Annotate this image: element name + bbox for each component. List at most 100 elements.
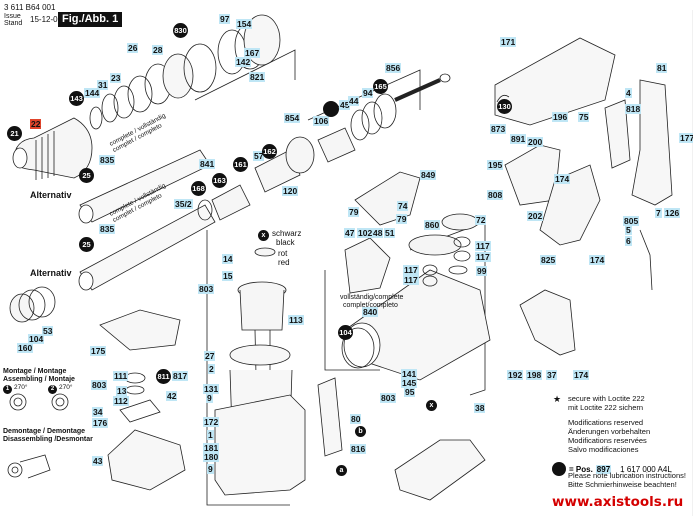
part-label-38: 38 xyxy=(474,403,486,413)
part-label-891: 891 xyxy=(510,134,527,144)
loctite-note-en: secure with Loctite 222 xyxy=(568,394,645,403)
part-label-117: 117 xyxy=(403,275,419,285)
part-label-825: 825 xyxy=(540,255,557,265)
part-label-835: 835 xyxy=(99,224,116,234)
lubrication-note-en: Please note lubrication instructions! xyxy=(568,471,686,480)
part-label-79: 79 xyxy=(396,214,408,224)
part-label-854: 854 xyxy=(284,113,301,123)
issue-label-en: Issue xyxy=(4,13,21,20)
website-link[interactable]: www.axistools.ru xyxy=(552,494,684,510)
disassembly-heading: Demontage / Demontage Disassembling /Des… xyxy=(3,428,93,444)
loctite-note-de: mit Loctite 222 sichern xyxy=(568,403,644,412)
pos-number: 897 xyxy=(595,464,612,474)
part-label-53: 53 xyxy=(42,326,54,336)
circle-label-21: 21 xyxy=(7,126,22,141)
lubrication-note-de: Bitte Schmierhinweise beachten! xyxy=(568,480,677,489)
part-label-117: 117 xyxy=(475,252,491,262)
part-label-805: 805 xyxy=(623,216,640,226)
part-label-26: 26 xyxy=(127,43,139,53)
cable-part xyxy=(639,229,653,291)
disassembly-heading-line: Disassembling /Desmontar xyxy=(3,436,93,443)
part-label-2: 2 xyxy=(208,364,215,374)
chuck-part xyxy=(12,117,93,180)
brush-holder-part xyxy=(539,164,601,246)
part-label-180: 180 xyxy=(203,452,220,462)
part-label-47: 47 xyxy=(344,228,356,238)
marker-x: x xyxy=(426,400,437,411)
circle-label-168: 168 xyxy=(191,181,206,196)
part-label-7: 7 xyxy=(655,208,662,218)
complete-840-line-1: vollständig/complete xyxy=(340,294,404,301)
lubrication-dot-icon xyxy=(552,462,566,476)
part-label-15: 15 xyxy=(222,271,234,281)
modifications-en: Modifications reserved xyxy=(568,418,644,427)
wire-color-schwarz: schwarz xyxy=(272,229,302,238)
circle-label-104: 104 xyxy=(338,325,353,340)
part-label-145: 145 xyxy=(401,378,418,388)
assembly-heading-line: Montage / Montage xyxy=(3,368,67,375)
part-label-31: 31 xyxy=(97,80,109,90)
part-label-835: 835 xyxy=(99,155,116,165)
part-label-34: 34 xyxy=(92,407,104,417)
circle-label-130: 130 xyxy=(497,99,512,114)
part-label-99: 99 xyxy=(476,266,488,276)
part-label-117: 117 xyxy=(475,241,491,251)
pos-equals-label: = Pos. xyxy=(569,464,593,474)
part-label-177: 177 xyxy=(679,133,693,143)
part-label-821: 821 xyxy=(249,72,266,82)
part-label-51: 51 xyxy=(384,228,396,238)
handle-part xyxy=(631,79,673,206)
circle-label-143: 143 xyxy=(69,91,84,106)
disassembly-heading-line: Demontage / Demontage xyxy=(3,428,86,435)
electronics-module xyxy=(317,377,343,457)
part-label-113: 113 xyxy=(288,315,304,325)
step-1-marker: 1 xyxy=(3,385,12,394)
part-label-171: 171 xyxy=(500,37,517,47)
part-label-860: 860 xyxy=(424,220,441,230)
lubrication-position-row: = Pos. 897 1 617 000 A4L xyxy=(552,462,672,476)
circle-label-811: 811 xyxy=(156,369,171,384)
part-label-198: 198 xyxy=(526,370,543,380)
part-label-28: 28 xyxy=(152,45,164,55)
part-label-160: 160 xyxy=(17,343,34,353)
part-label-35-2: 35/2 xyxy=(174,199,193,209)
wire-color-black: black xyxy=(276,238,295,247)
part-label-23: 23 xyxy=(110,73,122,83)
marker-a: a xyxy=(336,465,347,476)
issue-date: 15-12-02 xyxy=(30,15,63,24)
frame-line xyxy=(324,270,380,371)
part-label-117: 117 xyxy=(403,265,419,275)
part-label-37: 37 xyxy=(546,370,558,380)
part-label-803: 803 xyxy=(91,380,108,390)
circle-label-165: 165 xyxy=(373,79,388,94)
part-label-14: 14 xyxy=(222,254,234,264)
armature xyxy=(237,247,287,376)
switch-part xyxy=(604,99,631,169)
part-label-817: 817 xyxy=(172,371,189,381)
part-label-144: 144 xyxy=(84,88,101,98)
lubrication-dot-marker xyxy=(323,101,339,117)
figure-title: Fig./Abb. 1 xyxy=(58,12,123,27)
assembly-heading: Montage / Montage Assembling / Montaje xyxy=(3,368,75,384)
part-label-80: 80 xyxy=(350,414,362,424)
part-label-57: 57 xyxy=(253,151,265,161)
part-label-112: 112 xyxy=(113,396,129,406)
part-label-9: 9 xyxy=(207,464,214,474)
part-label-808: 808 xyxy=(487,190,504,200)
part-label-174: 174 xyxy=(589,255,606,265)
part-label-1: 1 xyxy=(207,430,214,440)
part-label-176: 176 xyxy=(92,418,109,428)
part-label-131: 131 xyxy=(203,384,220,394)
part-label-97: 97 xyxy=(219,14,231,24)
circle-label-163: 163 xyxy=(212,173,227,188)
part-label-174: 174 xyxy=(554,174,571,184)
step-2-marker: 2 xyxy=(48,385,57,394)
part-label-74: 74 xyxy=(397,201,409,211)
circle-label-162: 162 xyxy=(262,144,277,159)
part-label-79: 79 xyxy=(348,207,360,217)
gear-housing xyxy=(341,269,491,381)
lower-rings xyxy=(9,286,56,323)
assembly-spring-illustrations xyxy=(7,393,69,479)
issue-label-de: Stand xyxy=(4,20,23,27)
